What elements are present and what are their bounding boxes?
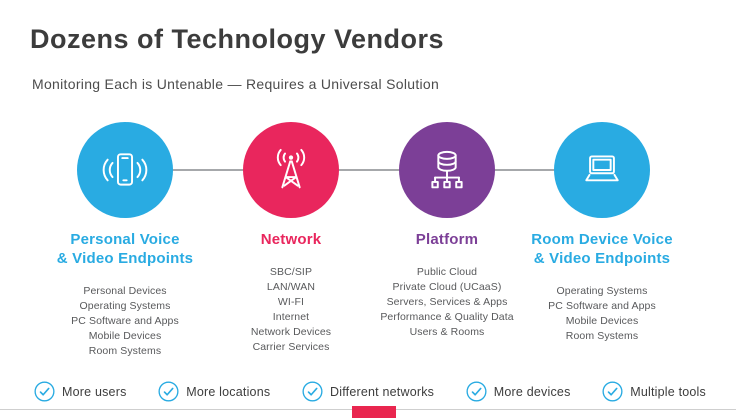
column-item: Users & Rooms <box>409 326 485 338</box>
column-item: Operating Systems <box>79 300 171 312</box>
footer-item-label: More users <box>62 384 127 399</box>
personal-endpoints-circle <box>77 122 173 218</box>
slide-subtitle: Monitoring Each is Untenable — Requires … <box>32 76 440 92</box>
column-label: Platform <box>365 230 529 249</box>
column-platform: Platform Public Cloud Private Cloud (UCa… <box>365 230 529 340</box>
footer-check-item: Multiple tools <box>602 381 706 402</box>
column-item-list: Personal Devices Operating Systems PC So… <box>43 284 207 359</box>
room-endpoints-circle <box>554 122 650 218</box>
column-item: LAN/WAN <box>266 281 316 293</box>
column-network: Network SBC/SIP LAN/WAN WI-FI Internet N… <box>209 230 373 355</box>
column-item: Room Systems <box>88 345 162 357</box>
check-icon <box>302 381 323 402</box>
footer-checklist: More users More locations Different netw… <box>34 381 706 402</box>
slide-accent-bar <box>352 406 396 418</box>
antenna-icon <box>276 148 306 189</box>
check-icon <box>602 381 623 402</box>
column-label-line: Platform <box>415 231 479 248</box>
column-label-line: & Video Endpoints <box>56 250 194 267</box>
footer-check-item: More users <box>34 381 127 402</box>
column-item: Operating Systems <box>556 285 648 297</box>
footer-check-item: More devices <box>466 381 571 402</box>
network-circle <box>243 122 339 218</box>
column-item: SBC/SIP <box>269 266 313 278</box>
column-item: Performance & Quality Data <box>380 311 514 323</box>
column-label: Room Device Voice & Video Endpoints <box>520 230 684 268</box>
column-item: Personal Devices <box>83 285 167 297</box>
column-personal-endpoints: Personal Voice & Video Endpoints Persona… <box>43 230 207 359</box>
check-icon <box>34 381 55 402</box>
page-title: Dozens of Technology Vendors <box>30 24 445 54</box>
column-item-list: SBC/SIP LAN/WAN WI-FI Internet Network D… <box>209 265 373 355</box>
column-label: Personal Voice & Video Endpoints <box>43 230 207 268</box>
footer-check-item: Different networks <box>302 381 434 402</box>
column-item: Internet <box>272 311 310 323</box>
column-item: Room Systems <box>565 330 639 342</box>
platform-circle <box>399 122 495 218</box>
smartphone-waves-icon <box>102 153 148 186</box>
footer-item-label: More locations <box>186 384 271 399</box>
column-item: Network Devices <box>250 326 332 338</box>
column-item-list: Operating Systems PC Software and Apps M… <box>520 284 684 344</box>
column-label: Network <box>209 230 373 249</box>
column-label-line: & Video Endpoints <box>533 250 671 267</box>
column-item: WI-FI <box>277 296 305 308</box>
footer-check-item: More locations <box>158 381 270 402</box>
column-item: Carrier Services <box>252 341 330 353</box>
column-item: PC Software and Apps <box>548 300 656 312</box>
connector-line <box>125 169 602 171</box>
column-item: Servers, Services & Apps <box>386 296 508 308</box>
footer-item-label: Different networks <box>330 384 435 399</box>
column-item: Mobile Devices <box>565 315 639 327</box>
footer-item-label: Multiple tools <box>630 384 706 399</box>
column-label-line: Personal Voice <box>70 231 180 248</box>
column-item: Mobile Devices <box>88 330 162 342</box>
footer-item-label: More devices <box>493 384 571 399</box>
column-item-list: Public Cloud Private Cloud (UCaaS) Serve… <box>365 265 529 340</box>
column-item: PC Software and Apps <box>71 315 179 327</box>
column-item: Private Cloud (UCaaS) <box>392 281 502 293</box>
column-label-line: Network <box>260 231 322 248</box>
check-icon <box>466 381 487 402</box>
laptop-icon <box>585 155 619 182</box>
check-icon <box>158 381 179 402</box>
column-item: Public Cloud <box>416 266 478 278</box>
database-network-icon <box>431 150 463 189</box>
column-room-endpoints: Room Device Voice & Video Endpoints Oper… <box>520 230 684 344</box>
column-label-line: Room Device Voice <box>531 231 673 248</box>
